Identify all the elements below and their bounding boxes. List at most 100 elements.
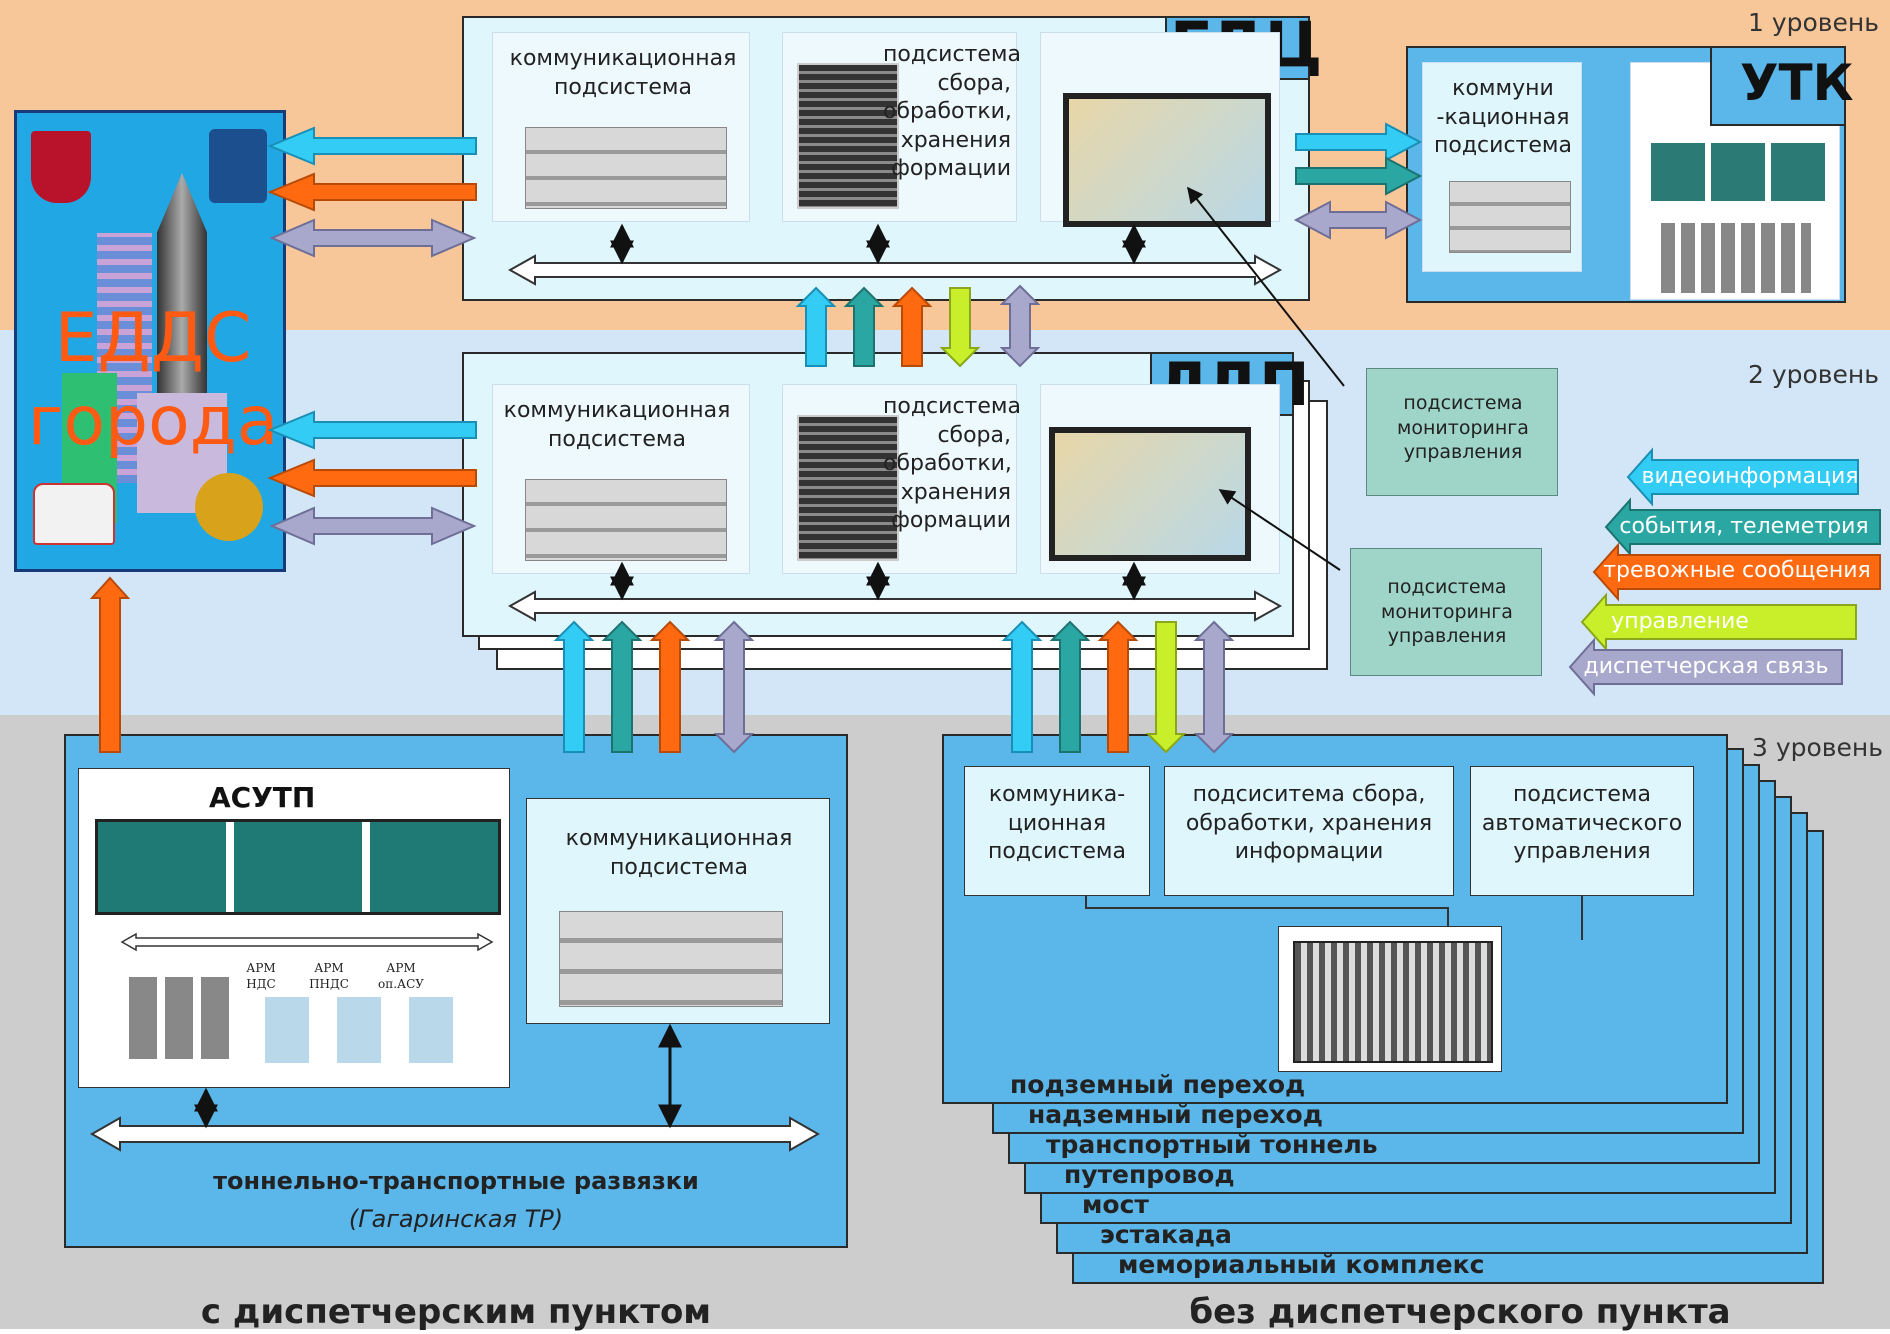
legend-label-dispatch: диспетчерская связь [1583,654,1829,679]
plc-box [1278,926,1502,1072]
tunnel-ldp-events-arrow [601,620,643,753]
arm-nds-label: АРМ НДС [246,961,276,991]
ldp-gdc-control-arrow [939,287,981,368]
stack-ldp-control-arrow [1145,621,1187,754]
ldp-comm-label: коммуникационная подсистема [503,398,731,452]
server-rack-icon [797,63,899,209]
fire-emblem-icon [195,473,263,541]
monitoring-box-1: подсистема мониторинга управления [1366,368,1558,496]
tunnel-caption: тоннельно-транспортные развязки [213,1167,699,1195]
stack-auto-label: подсистема автоматического управления [1481,782,1683,865]
asutp-screens-icon [95,819,501,915]
tunnel-edds-alarm-arrow [89,576,131,753]
utk-title-box [1710,46,1846,126]
ldp-comm-subsystem: коммуникационная подсистема [492,384,750,574]
ambulance-icon [33,483,115,545]
stack-comm-box: коммуника- ционная подсистема [964,766,1150,896]
level1-label: 1 уровень [1748,8,1880,37]
stack-label-1: подземный переход [1010,1070,1306,1099]
legend-label-events: события, телеметрия [1619,514,1869,539]
tunnel-comm-subsystem: коммуникационная подсистема [526,798,830,1024]
moscow-emblem-icon [31,131,91,203]
stack-label-5: мост [1082,1190,1149,1219]
stack-link-lines [1085,896,1449,926]
tunnel-bus [89,1116,821,1152]
monitoring-label-1: подсистема мониторинга управления [1397,392,1529,464]
arm-pnds-label: АРМ ПНДС [309,961,349,991]
monitoring-pointer-1 [1187,186,1345,387]
legend-label-video: видеоинформация [1641,464,1859,489]
stack-ldp-alarm-arrow [1097,620,1139,753]
utk-screens-icon [1651,143,1825,201]
router-icon [525,127,727,209]
gdc-comm-subsystem: коммуникационная подсистема [492,32,750,222]
gdc-edds-video-arrow [267,126,477,166]
legend-arrow-video [1626,447,1859,507]
legend-arrow-dispatch [1568,637,1843,697]
tunnel-comm-label: коммуникационная подсистема [565,826,793,880]
gdc-bus [507,254,1283,286]
ldp-bus [507,590,1283,622]
utk-title: УТК [1740,54,1854,112]
ldp-edds-alarm-arrow [267,458,477,498]
monitor-wall-icon [1063,93,1271,227]
ldp-collect-subsystem: подсистема сбора, обработки, хранения фо… [782,384,1021,574]
plc-icon [1293,941,1493,1063]
tunnel-ldp-alarm-arrow [649,620,691,753]
ldp-router-icon [525,479,727,561]
tunnel-ldp-dispatch-arrow [713,620,755,754]
stack-label-2: надземный переход [1028,1100,1323,1129]
asutp-servers-icon [129,977,229,1059]
gdc-utk-events-arrow [1295,156,1423,196]
stack-ldp-events-arrow [1049,620,1091,753]
stack-ldp-dispatch-arrow [1193,620,1235,754]
utk-comm-subsystem: коммуни -кационная подсистема [1422,62,1582,272]
legend-arrow-alarm [1592,542,1881,602]
stack-label-7: мемориальный комплекс [1118,1250,1485,1279]
gdc-utk-dispatch-arrow [1293,200,1423,240]
stack-comm-label: коммуника- ционная подсистема [988,782,1126,865]
utk-servers-icon [1661,223,1811,293]
gdc-comm-label: коммуникационная подсистема [509,46,737,100]
monitoring-pointer-2 [1218,489,1341,571]
ldp-gdc-alarm-arrow [891,286,933,367]
monitoring-label-2: подсистема мониторинга управления [1381,576,1513,648]
legend-arrow-events [1604,497,1881,557]
ldp-server-rack-icon [797,415,899,561]
stack-collect-box: подсиситема сбора, обработки, хранения и… [1164,766,1454,896]
stack-ldp-video-arrow [1001,620,1043,753]
ldp-gdc-video-arrow [795,286,837,367]
ldp-edds-video-arrow [267,410,477,450]
edds-panel: ЕДДС города [14,110,286,572]
asutp-box: АСУТП АРМ НДС АРМ ПНДС АРМ оп.АСУ [78,768,510,1088]
level2-label: 2 уровень [1748,360,1880,389]
edds-title-line1: ЕДДС [54,299,252,378]
edds-title: ЕДДС города [17,298,289,464]
tunnel-ldp-video-arrow [553,620,595,753]
asutp-bus [120,932,494,952]
stack-collect-label: подсиситема сбора, обработки, хранения и… [1185,782,1433,865]
gdc-collect-label: подсистема сбора, обработки, хранения фо… [883,42,1021,182]
ldp-collect-label: подсистема сбора, обработки, хранения фо… [883,394,1021,534]
utk-screens-subsystem [1630,62,1840,300]
mchs-emblem-icon [209,129,267,203]
arm-asu-label: АРМ оп.АСУ [378,961,424,991]
ldp-edds-dispatch-arrow [269,506,477,546]
utk-router-icon [1449,181,1571,253]
gdc-edds-alarm-arrow [267,172,477,212]
gdc-utk-video-arrow [1295,122,1423,162]
legend-label-alarm: тревожные сообщения [1603,558,1871,583]
legend-label-control: управление [1611,609,1749,634]
without-dispatch-caption: без диспетчерского пункта [1189,1292,1731,1332]
ldp-monitor-wall-icon [1049,427,1251,561]
tunnel-caption-2: (Гагаринская ТР) [348,1205,564,1233]
tunnel-router-icon [559,911,783,1007]
gdc-workstation-subsystem [1040,32,1280,227]
ldp-workstation-subsystem [1040,384,1280,574]
level3-label: 3 уровень [1752,733,1884,762]
stack-label-3: транспортный тоннель [1046,1130,1378,1159]
stack-label-6: эстакада [1100,1220,1232,1249]
ldp-gdc-events-arrow [843,286,885,367]
